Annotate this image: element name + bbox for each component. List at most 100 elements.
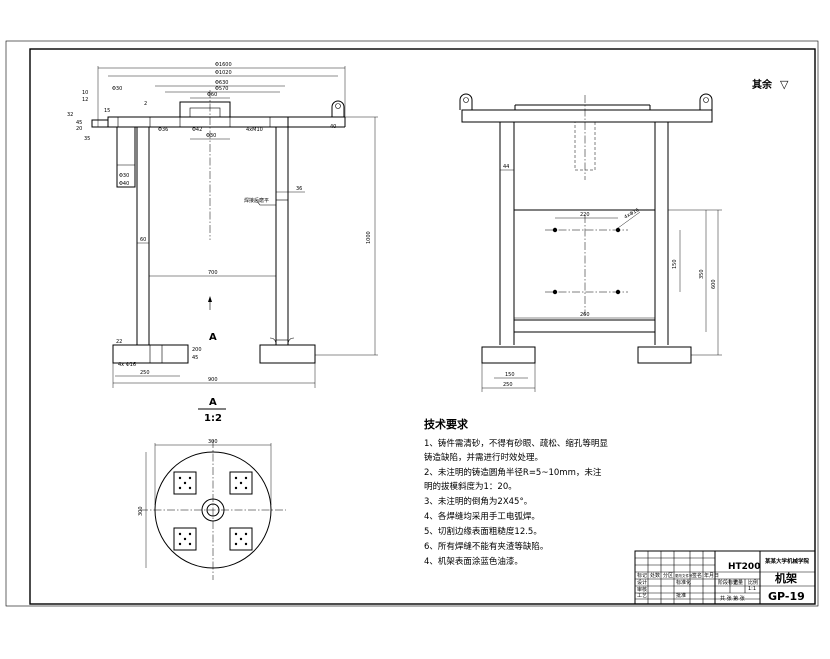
side-right-foot	[637, 346, 692, 364]
section-pad-3	[173, 527, 197, 551]
dim-overall-top: Φ1600	[215, 62, 232, 68]
section-pad-4	[229, 527, 253, 551]
dim-flange-id: Φ570	[215, 86, 228, 92]
dim-side-hole-top: 220	[580, 212, 590, 218]
dim-left-g: 45	[76, 120, 82, 126]
section-marker-arrowhead	[208, 296, 212, 302]
title-row-label: 年月日	[704, 572, 719, 579]
dim-pocket-h: Φ40	[119, 181, 129, 187]
title-sheets: 共 张 第 张	[720, 595, 745, 602]
dim-side-hole-span: 260	[580, 312, 590, 318]
tech-req-item: 5、切割边缘表面粗糙度12.5。	[424, 526, 542, 537]
title-row-label: 处数	[650, 572, 660, 579]
dim-ext-60: 60	[140, 237, 146, 243]
front-view: 焊接后磨平 A Φ1600 Φ1020 Φ630 Φ570 Φ60 Φ30 Φ3…	[67, 62, 378, 388]
tech-req-item: 2、未注明的铸造圆角半径R=5~10mm，未注	[424, 467, 602, 478]
dim-base-c: 4x Φ16	[118, 362, 136, 368]
section-pad-holes	[178, 476, 248, 546]
front-top-plate-hatch-left	[107, 116, 119, 128]
front-lift-eye	[331, 100, 345, 117]
dim-chamfer: 4xM10	[246, 127, 263, 133]
dim-side-vert-a: 150	[672, 259, 678, 269]
front-pocket	[116, 126, 136, 188]
front-top-plate	[107, 116, 289, 128]
title-weight-label: 重量	[733, 579, 743, 586]
title-approve-label: 批准	[676, 592, 686, 599]
front-top-plate-hatch-mid	[149, 116, 181, 128]
dim-base-h: 200	[192, 347, 202, 353]
front-left-foot-hatch	[149, 344, 163, 364]
title-block: HT200 某某大学机械学院 机架 GP-19 1:1 阶段标记 重量 比例 共…	[634, 550, 816, 605]
side-dimensions: 44 220 4xΦ16 150 350 600 260 150 250	[481, 164, 722, 392]
section-pad-1	[173, 471, 197, 495]
front-hub	[179, 101, 231, 118]
tech-req-item: 明的拔模斜度为1：20。	[424, 481, 517, 492]
dim-span-700: 700	[208, 270, 218, 276]
tech-req-item: 4、各焊缝均采用手工电弧焊。	[424, 511, 540, 522]
title-process-label: 工艺	[637, 593, 647, 599]
tech-req-item: 3、未注明的倒角为2X45°。	[424, 496, 532, 507]
title-scale: 1:1	[748, 586, 756, 592]
dim-side-hole-dia: 4xΦ16	[623, 207, 640, 220]
dim-base-d: 250	[140, 370, 150, 376]
dim-section-width: 300	[208, 439, 218, 445]
front-dimensions: Φ1600 Φ1020 Φ630 Φ570 Φ60 Φ30 Φ30 10 12 …	[67, 62, 378, 388]
title-row-label: 分区	[663, 572, 673, 579]
dim-base-t: 45	[192, 355, 198, 361]
dim-side-vert-b: 350	[699, 269, 705, 279]
dim-side-foot-b: 250	[503, 382, 513, 388]
dim-flange-od: Φ1020	[215, 70, 232, 76]
dim-section-height: 300	[138, 506, 144, 516]
dim-left-d: 10	[82, 90, 88, 96]
outer-frame	[5, 40, 819, 607]
tech-req-item: 铸造缺陷，并需进行时效处理。	[424, 452, 543, 463]
dim-weld: 36	[296, 186, 302, 192]
weld-leader	[255, 199, 276, 206]
dim-left-a: 32	[67, 112, 73, 118]
weld-label: 焊接后磨平	[244, 197, 269, 204]
tech-requirements: 技术要求 1、铸件需清砂，不得有砂眼、疏松、缩孔等明显 铸造缺陷，并需进行时效处…	[424, 417, 608, 567]
dim-left-b: 20	[76, 126, 82, 132]
front-lift-eye-hole	[335, 103, 341, 109]
title-row-label: 标记	[637, 572, 647, 579]
title-standard-label: 标准化	[676, 579, 691, 586]
front-top-plate-hatch-right	[229, 116, 271, 128]
surface-finish-symbol: ▽	[780, 78, 789, 91]
title-school: 某某大学机械学院	[765, 557, 810, 565]
dim-side-foot-a: 150	[505, 372, 515, 378]
title-row-label: 签名	[692, 572, 702, 579]
side-lift-eye-left	[459, 93, 473, 110]
side-lift-eye-right	[699, 93, 713, 110]
section-title: A	[209, 397, 217, 408]
front-left-foot	[112, 344, 189, 364]
dim-hole-label2: Φ42	[192, 127, 202, 133]
title-part-name: 机架	[775, 571, 797, 585]
title-checker-label: 审核	[637, 586, 647, 593]
side-lift-eye-left-hole	[463, 97, 469, 103]
dim-base-total: 900	[208, 377, 218, 383]
front-right-leg-section	[275, 199, 289, 341]
front-right-foot	[259, 344, 316, 364]
tech-req-item: 6、所有焊缝不能有夹渣等缺陷。	[424, 541, 548, 552]
dim-plate-label: 2	[144, 101, 147, 107]
title-scale-label: 比例	[748, 579, 758, 586]
dim-base-a: 22	[116, 339, 122, 345]
side-view: 44 220 4xΦ16 150 350 600 260 150 250	[459, 93, 722, 392]
section-scale: 1:2	[204, 413, 222, 424]
dim-bore: Φ30	[206, 133, 216, 139]
front-right-foot-fillet	[269, 337, 295, 346]
dim-hub: Φ60	[207, 92, 217, 98]
tech-req-item: 4、机架表面涂蓝色油漆。	[424, 556, 523, 567]
front-hub-bore	[189, 107, 221, 118]
dim-pocket-w: Φ30	[119, 173, 129, 179]
section-a-view: A 1:2 300 300	[138, 397, 286, 580]
dim-side-leg: 44	[503, 164, 509, 170]
tech-req-title: 技术要求	[424, 417, 469, 431]
section-pad-2	[229, 471, 253, 495]
surface-finish-label: 其余	[752, 78, 773, 91]
title-designer-label: 设计	[637, 579, 647, 586]
tech-req-item: 1、铸件需清砂，不得有砂眼、疏松、缩孔等明显	[424, 438, 608, 449]
side-lift-eye-right-hole	[703, 97, 709, 103]
front-left-lug	[91, 119, 109, 128]
